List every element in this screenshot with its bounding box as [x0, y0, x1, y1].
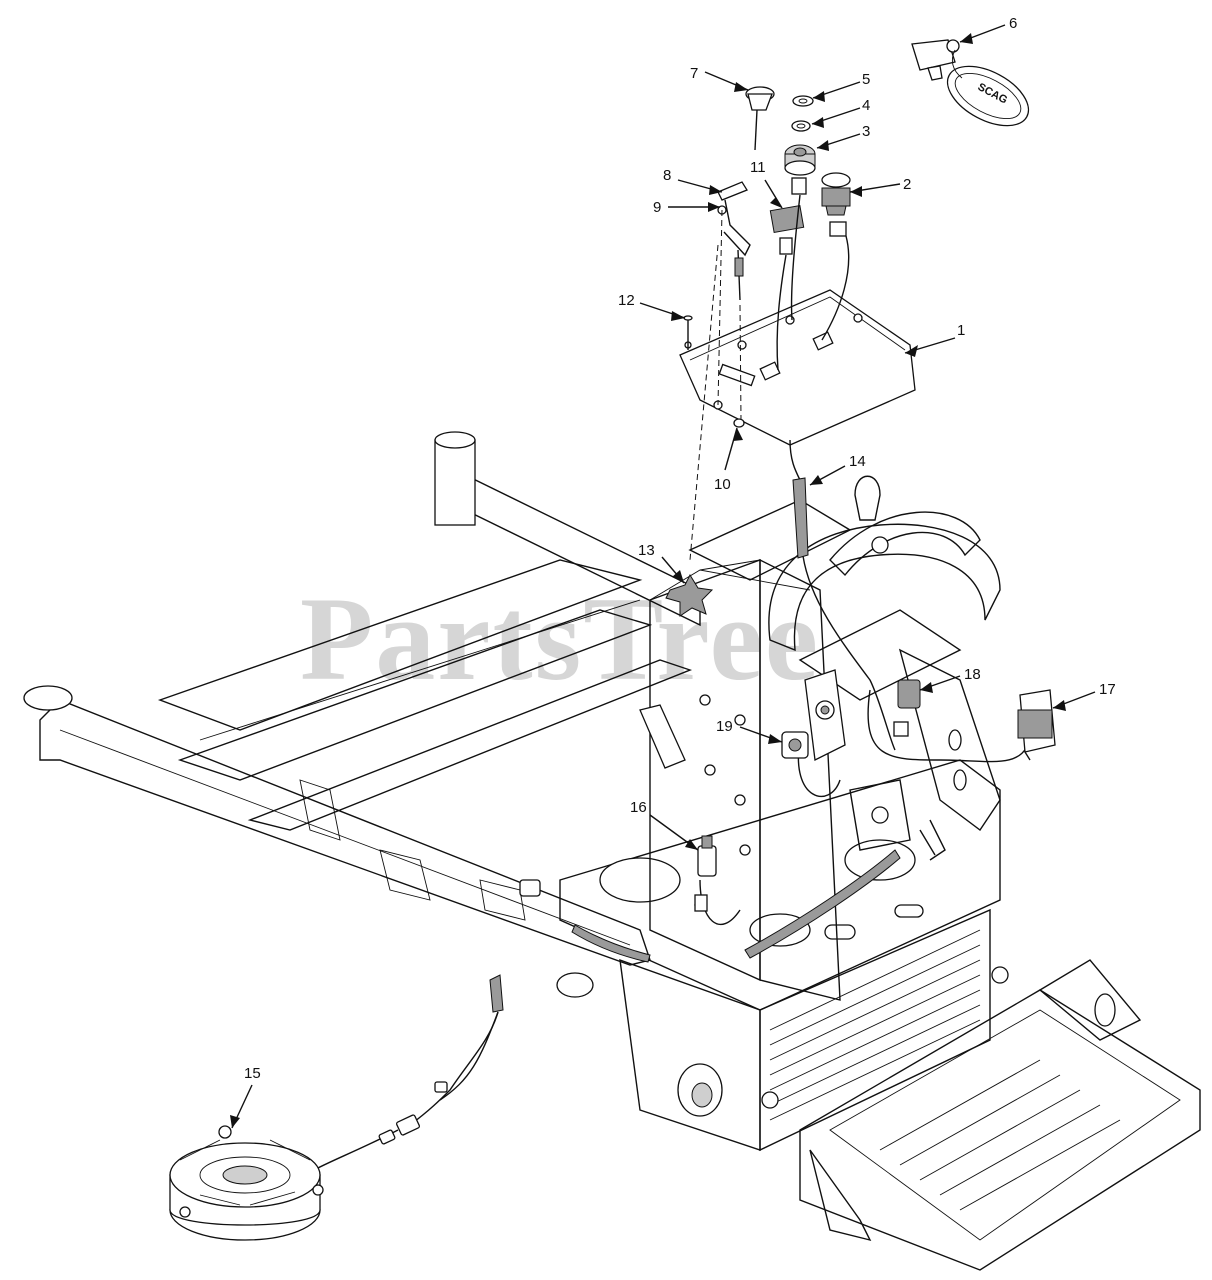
engine-grille [769, 929, 981, 1121]
callout-17: 17 [1099, 681, 1116, 698]
neutral-switch [893, 679, 921, 737]
foot-plate-grid [879, 1059, 1121, 1211]
nut [792, 95, 814, 107]
callout-6: 6 [1009, 15, 1017, 32]
callout-4: 4 [862, 97, 870, 114]
ignition-key [911, 39, 960, 81]
brake-switch [694, 835, 717, 912]
callout-9: 9 [653, 199, 661, 216]
callout-13: 13 [638, 542, 655, 559]
callout-labels: 1 2 3 4 5 6 7 8 9 10 11 12 13 14 15 16 1… [244, 15, 1116, 1082]
choke-knob [745, 86, 775, 151]
parking-brake-switch [781, 731, 809, 759]
key-fob: SCAG [946, 49, 1030, 127]
pto-switch [821, 172, 851, 216]
callout-12: 12 [618, 292, 635, 309]
wire-harness [304, 439, 1031, 1176]
callout-3: 3 [862, 123, 870, 140]
decal-star [665, 573, 714, 617]
harness-connector [395, 1114, 421, 1136]
seat-switch [769, 177, 807, 255]
handle-bar-assembly [768, 475, 1001, 861]
harness-splice [434, 1081, 448, 1093]
control-panel [679, 289, 916, 446]
hex-nut [733, 418, 745, 428]
callout-10: 10 [714, 476, 731, 493]
voltage-regulator [1017, 689, 1056, 761]
callout-arrowheads [230, 33, 1066, 1128]
callout-19: 19 [716, 718, 733, 735]
callout-18: 18 [964, 666, 981, 683]
mower-frame [23, 431, 1201, 1271]
switch-bracket [639, 704, 686, 769]
callout-1: 1 [957, 322, 965, 339]
throttle-lever [717, 181, 751, 301]
key-switch [784, 144, 816, 176]
harness-plug [378, 1129, 396, 1145]
callout-16: 16 [630, 799, 647, 816]
electric-clutch [169, 1125, 324, 1241]
connector [829, 221, 847, 237]
callout-14: 14 [849, 453, 866, 470]
callout-11: 11 [750, 159, 766, 176]
callout-leaders [231, 24, 1096, 1129]
lock-washer [791, 120, 811, 132]
callout-7: 7 [690, 65, 698, 82]
callout-5: 5 [862, 71, 870, 88]
callout-15: 15 [244, 1065, 261, 1082]
callout-2: 2 [903, 176, 911, 193]
callout-8: 8 [663, 167, 671, 184]
